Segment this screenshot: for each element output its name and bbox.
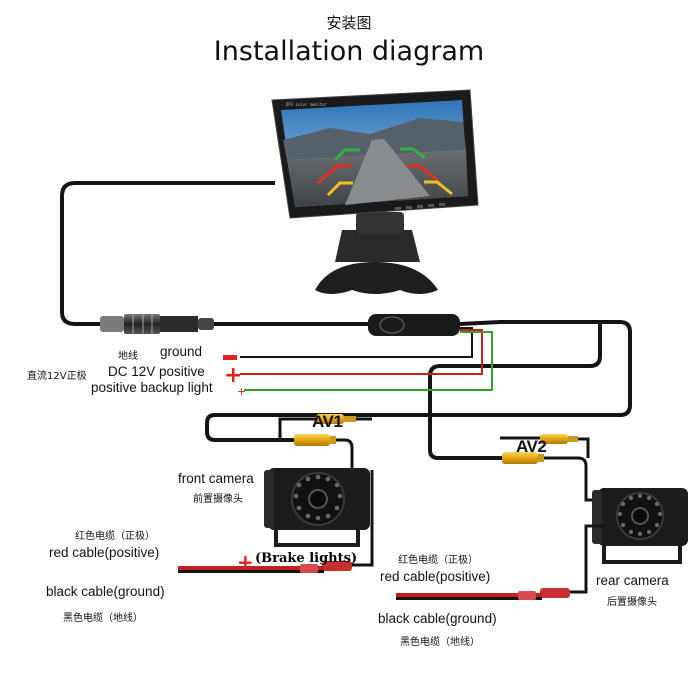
av1-connector bbox=[278, 414, 372, 472]
rear-black-cable-label-cn: 黑色电缆（地线） bbox=[400, 637, 480, 648]
av2-connector bbox=[500, 434, 604, 502]
rear-red-cable-label: red cable(positive) bbox=[380, 569, 491, 584]
front-power-leads bbox=[178, 470, 374, 573]
av1-label: AV1 bbox=[312, 412, 342, 431]
brake-lights-label: (Brake lights) bbox=[255, 551, 357, 566]
front-camera-label: front camera bbox=[178, 471, 254, 486]
monitor-screen-label: DPI color monitor bbox=[286, 102, 328, 107]
ground-label-cn: 地线 bbox=[118, 351, 138, 362]
power-wires bbox=[240, 327, 493, 391]
rear-power-leads bbox=[396, 524, 604, 600]
front-camera-label-cn: 前置摄像头 bbox=[193, 494, 243, 505]
aviation-connector bbox=[100, 314, 214, 334]
front-camera bbox=[264, 468, 370, 547]
junction-box bbox=[368, 314, 460, 336]
ground-label: ground bbox=[160, 344, 203, 359]
rear-camera-label-cn: 后置摄像头 bbox=[607, 597, 657, 608]
title-english: Installation diagram bbox=[213, 36, 485, 67]
dc-positive-label: DC 12V positive bbox=[108, 364, 205, 379]
rear-red-cable-label-cn: 红色电缆（正极） bbox=[398, 555, 478, 566]
rear-black-cable-label: black cable(ground) bbox=[378, 611, 497, 626]
monitor: DPI color monitor bbox=[271, 89, 479, 294]
main-cable bbox=[60, 181, 632, 460]
rear-camera bbox=[592, 488, 688, 564]
backup-light-label: positive backup light bbox=[91, 380, 213, 395]
rear-camera-label: rear camera bbox=[596, 573, 669, 588]
front-red-cable-label-cn: 红色电缆（正极） bbox=[75, 531, 155, 542]
front-black-cable-label: black cable(ground) bbox=[46, 584, 165, 599]
front-red-cable-label: red cable(positive) bbox=[49, 545, 160, 560]
av2-label: AV2 bbox=[516, 437, 546, 456]
brake-plus-icon: + bbox=[237, 550, 254, 574]
dc-plus-icon: + bbox=[224, 363, 242, 388]
backup-plus-icon: + bbox=[237, 385, 246, 398]
dc-positive-label-cn: 直流12V正极 bbox=[27, 371, 87, 382]
front-black-cable-label-cn: 黑色电缆（地线） bbox=[63, 613, 143, 624]
ground-minus-icon bbox=[223, 355, 237, 360]
title-chinese: 安装图 bbox=[326, 14, 372, 32]
